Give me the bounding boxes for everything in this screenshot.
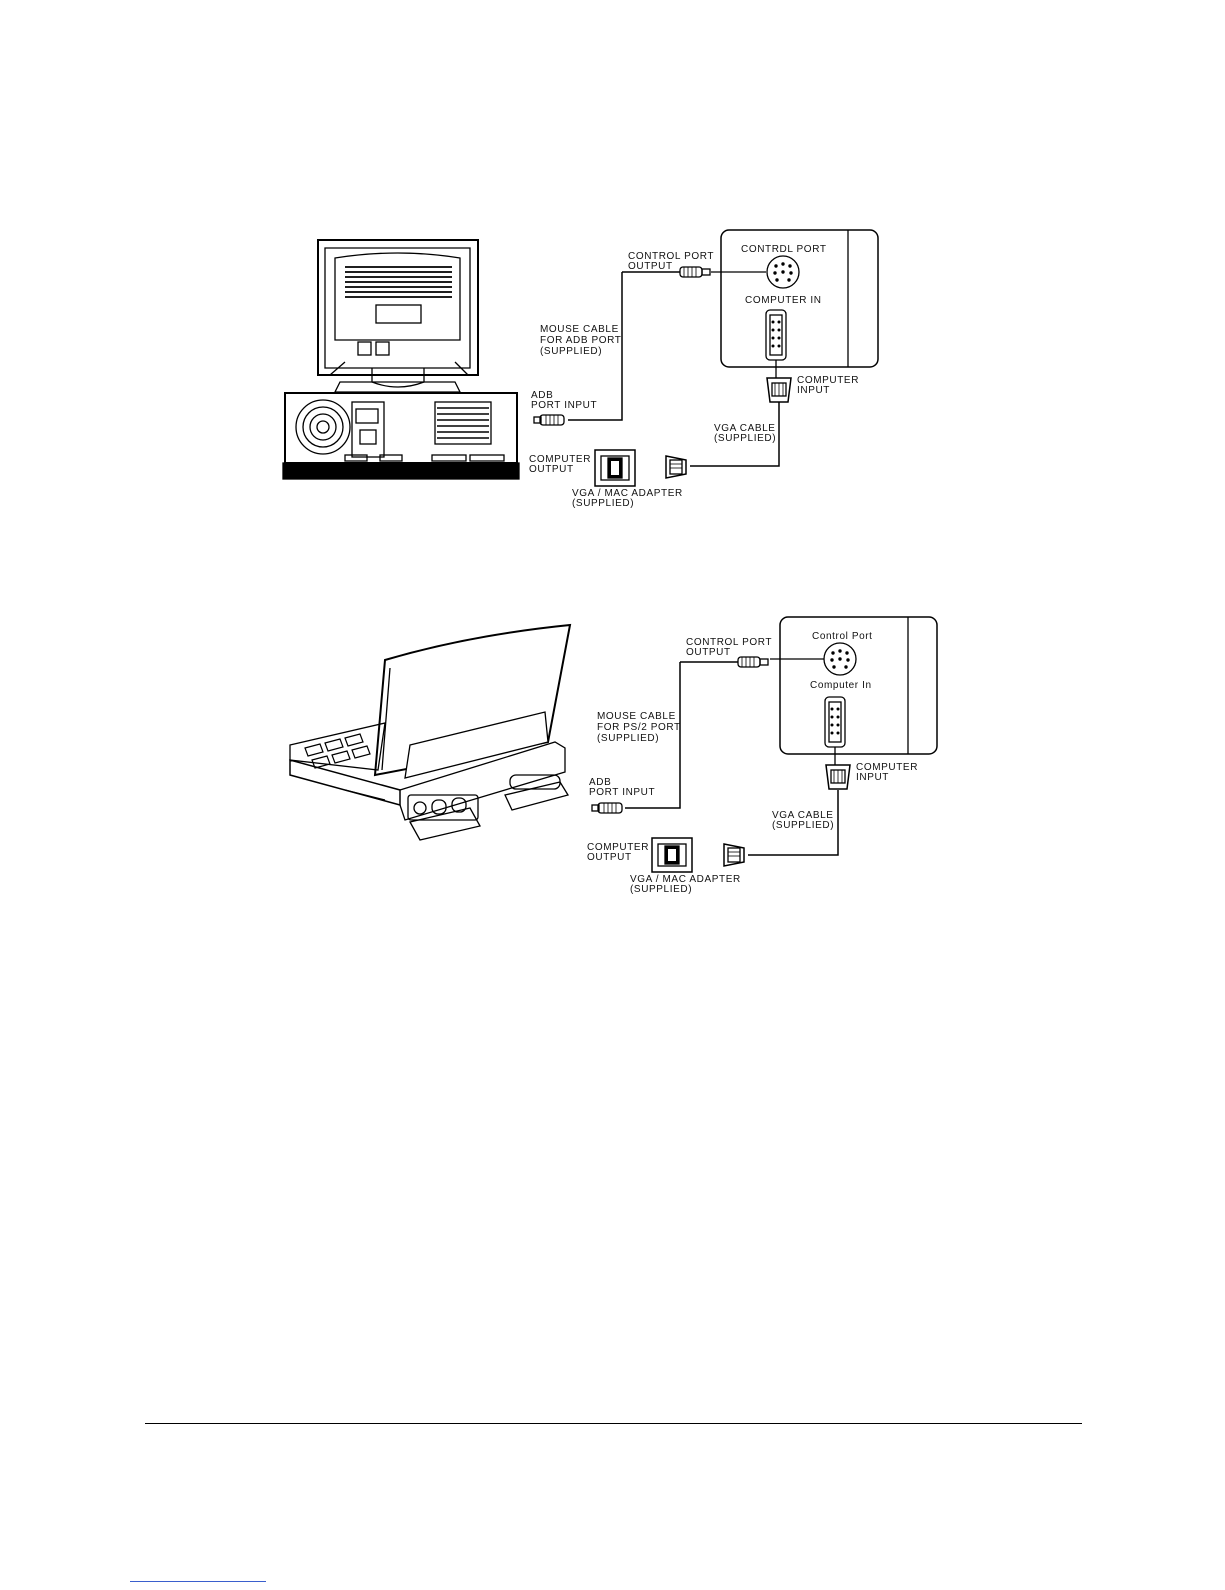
- label-computer-output-2: OUTPUT: [529, 464, 574, 475]
- label-computer-output-1: COMPUTER: [529, 454, 591, 465]
- label-computer-output-1: COMPUTER: [587, 842, 649, 853]
- vga-plug-bottom-icon: [723, 843, 745, 867]
- label-panel-computer-in: COMPUTER IN: [745, 295, 822, 306]
- label-panel-control-port: Control Port: [812, 631, 873, 642]
- label-mouse-cable-3: (SUPPLIED): [540, 346, 602, 357]
- label-adb-port-input-1: ADB: [531, 390, 553, 401]
- label-mouse-cable-2: FOR ADB PORT: [540, 335, 621, 346]
- label-mouse-cable-1: MOUSE CABLE: [597, 711, 676, 722]
- label-mouse-cable-2: FOR PS/2 PORT: [597, 722, 681, 733]
- label-mouse-cable-3: (SUPPLIED): [597, 733, 659, 744]
- label-control-port-output-2: OUTPUT: [686, 647, 731, 658]
- label-control-port-output-2: OUTPUT: [628, 261, 673, 272]
- label-adapter-2: (SUPPLIED): [572, 498, 634, 509]
- label-computer-input-2: INPUT: [797, 385, 830, 396]
- label-vga-cable-2: (SUPPLIED): [714, 433, 776, 444]
- label-control-port-output-1: CONTROL PORT: [628, 251, 714, 262]
- label-computer-input-1: COMPUTER: [797, 375, 859, 386]
- vga-plug-bottom-icon: [665, 455, 687, 479]
- computer-in-port-icon: [824, 696, 846, 748]
- diagram-notebook: [289, 616, 938, 873]
- vga-plug-top-icon: [766, 377, 792, 403]
- vga-mac-adapter-icon: [651, 837, 693, 873]
- vga-mac-adapter-icon: [594, 449, 636, 487]
- cables: [568, 271, 780, 467]
- notebook-illustration: [289, 623, 572, 841]
- diagram-desktop-labels: CONTROL PORT OUTPUT CONTRDL PORT COMPUTE…: [529, 244, 859, 509]
- diagram-desktop: [282, 229, 879, 487]
- footer-divider: [145, 1423, 1082, 1424]
- cables: [625, 661, 839, 856]
- projector-panel: [770, 616, 938, 765]
- diagram-notebook-labels: CONTROL PORT OUTPUT Control Port Compute…: [587, 631, 918, 895]
- label-adapter-1: VGA / MAC ADAPTER: [572, 488, 683, 499]
- label-adapter-2: (SUPPLIED): [630, 884, 692, 895]
- label-adb-port-input-2: PORT INPUT: [589, 787, 655, 798]
- computer-rear-illustration: [282, 392, 520, 480]
- label-vga-cable-1: VGA CABLE: [772, 810, 834, 821]
- label-adapter-1: VGA / MAC ADAPTER: [630, 874, 741, 885]
- mouse-plug-top-icon: [679, 266, 711, 278]
- label-computer-output-2: OUTPUT: [587, 852, 632, 863]
- label-mouse-cable-1: MOUSE CABLE: [540, 324, 619, 335]
- label-panel-control-port: CONTRDL PORT: [741, 244, 827, 255]
- label-vga-cable-2: (SUPPLIED): [772, 820, 834, 831]
- label-adb-port-input-2: PORT INPUT: [531, 400, 597, 411]
- projector-panel: [711, 229, 879, 378]
- mouse-plug-bottom-icon: [591, 802, 623, 814]
- footer-link-underline: [130, 1581, 266, 1582]
- label-control-port-output-1: CONTROL PORT: [686, 637, 772, 648]
- computer-in-port-icon: [765, 309, 787, 361]
- monitor-rear-illustration: [317, 239, 479, 393]
- label-adb-port-input-1: ADB: [589, 777, 611, 788]
- label-vga-cable-1: VGA CABLE: [714, 423, 776, 434]
- label-computer-input-1: COMPUTER: [856, 762, 918, 773]
- mouse-plug-top-icon: [737, 656, 769, 668]
- mouse-plug-bottom-icon: [533, 414, 565, 426]
- label-panel-computer-in: Computer In: [810, 680, 872, 691]
- label-computer-input-2: INPUT: [856, 772, 889, 783]
- vga-plug-top-icon: [825, 764, 851, 790]
- control-port-icon: [766, 255, 800, 289]
